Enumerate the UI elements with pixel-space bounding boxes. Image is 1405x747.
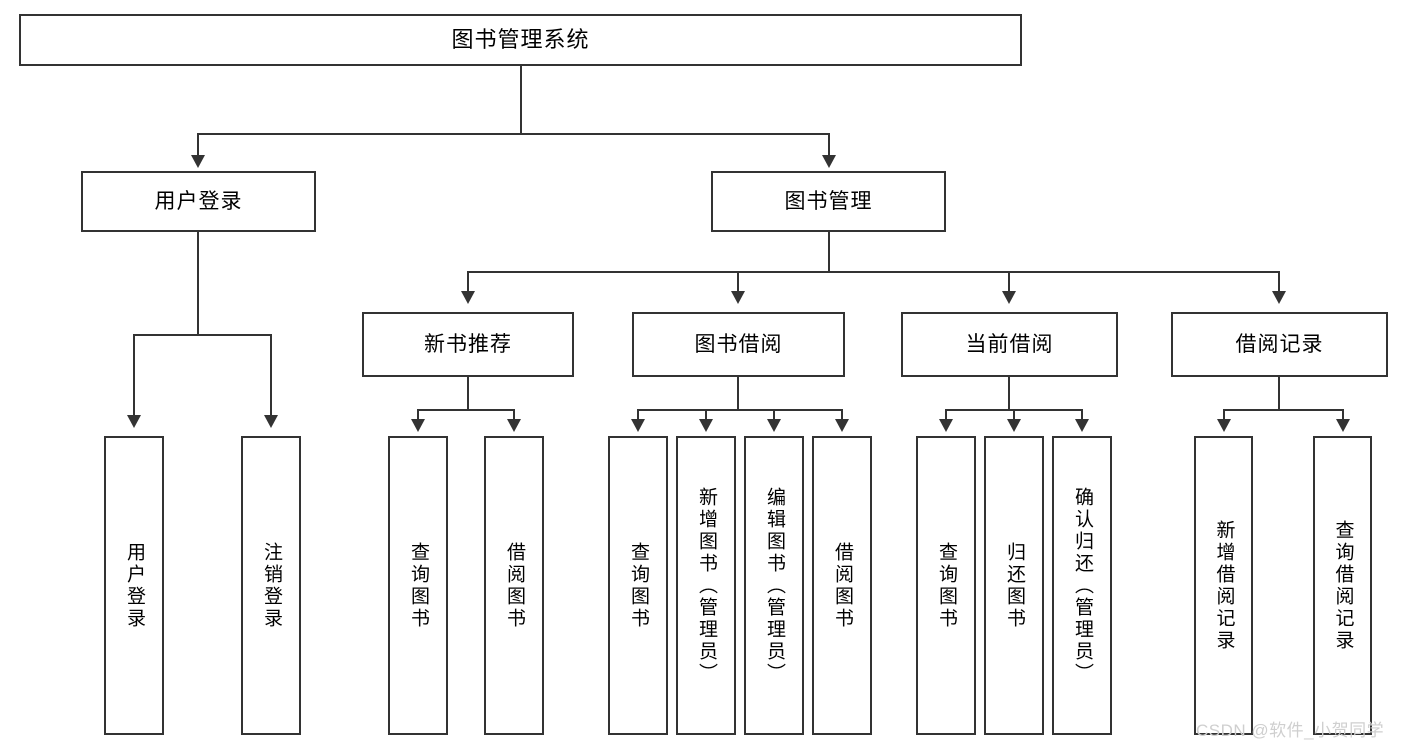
connector-root-stem xyxy=(520,66,522,134)
arrow-down-icon xyxy=(822,155,836,168)
leaf-new-book-query[interactable]: 查询图书 xyxy=(388,436,448,735)
connector-br-to-leaf-1 xyxy=(1223,409,1225,420)
connector-book-management-stem xyxy=(828,232,830,272)
node-label: 借阅记录 xyxy=(1235,332,1324,356)
arrow-down-icon xyxy=(264,415,278,428)
connector-book-borrow-bar xyxy=(637,409,842,411)
connector-root-to-book-management xyxy=(828,133,830,156)
arrow-down-icon xyxy=(939,419,953,432)
connector-bm-to-borrow-record xyxy=(1278,271,1280,292)
leaf-user-login-login[interactable]: 用户登录 xyxy=(104,436,164,735)
connector-new-book-bar xyxy=(417,409,515,411)
arrow-down-icon xyxy=(191,155,205,168)
leaf-new-book-borrow[interactable]: 借阅图书 xyxy=(484,436,544,735)
leaf-current-borrow-query[interactable]: 查询图书 xyxy=(916,436,976,735)
connector-new-book-stem xyxy=(467,377,469,410)
node-root-book-management-system[interactable]: 图书管理系统 xyxy=(19,14,1022,66)
arrow-down-icon xyxy=(1075,419,1089,432)
leaf-label: 新增借阅记录 xyxy=(1213,519,1235,652)
connector-user-login-to-leaf-2 xyxy=(270,334,272,416)
node-user-login[interactable]: 用户登录 xyxy=(81,171,316,232)
connector-br-to-leaf-2 xyxy=(1342,409,1344,420)
connector-user-login-bar xyxy=(133,334,271,336)
leaf-book-borrow-query[interactable]: 查询图书 xyxy=(608,436,668,735)
node-new-book-recommend[interactable]: 新书推荐 xyxy=(362,312,574,377)
leaf-label: 用户登录 xyxy=(123,541,145,630)
leaf-book-borrow-borrow[interactable]: 借阅图书 xyxy=(812,436,872,735)
node-label: 图书管理系统 xyxy=(451,26,590,52)
connector-nb-to-leaf-1 xyxy=(417,409,419,420)
arrow-down-icon xyxy=(1336,419,1350,432)
leaf-label: 确认归还（管理员） xyxy=(1071,486,1093,685)
leaf-current-borrow-confirm-return[interactable]: 确认归还（管理员） xyxy=(1052,436,1112,735)
connector-nb-to-leaf-2 xyxy=(513,409,515,420)
leaf-label: 查询图书 xyxy=(627,541,649,630)
connector-borrow-record-stem xyxy=(1278,377,1280,410)
connector-cb-to-leaf-3 xyxy=(1081,409,1083,420)
leaf-book-borrow-edit[interactable]: 编辑图书（管理员） xyxy=(744,436,804,735)
leaf-label: 注销登录 xyxy=(260,541,282,630)
arrow-down-icon xyxy=(1007,419,1021,432)
connector-bm-to-new-book xyxy=(467,271,469,292)
leaf-label: 查询图书 xyxy=(935,541,957,630)
connector-bb-to-leaf-1 xyxy=(637,409,639,420)
arrow-down-icon xyxy=(631,419,645,432)
connector-bb-to-leaf-2 xyxy=(705,409,707,420)
node-borrow-record[interactable]: 借阅记录 xyxy=(1171,312,1388,377)
connector-cb-to-leaf-2 xyxy=(1013,409,1015,420)
leaf-label: 借阅图书 xyxy=(831,541,853,630)
node-label: 新书推荐 xyxy=(424,332,512,356)
arrow-down-icon xyxy=(461,291,475,304)
connector-book-management-bar xyxy=(467,271,1279,273)
leaf-label: 查询借阅记录 xyxy=(1332,519,1354,652)
arrow-down-icon xyxy=(411,419,425,432)
arrow-down-icon xyxy=(507,419,521,432)
arrow-down-icon xyxy=(767,419,781,432)
connector-user-login-to-leaf-1 xyxy=(133,334,135,416)
watermark: CSDN @软件_小贺同学 xyxy=(1196,721,1385,740)
leaf-label: 归还图书 xyxy=(1003,541,1025,630)
node-current-borrow[interactable]: 当前借阅 xyxy=(901,312,1118,377)
connector-cb-to-leaf-1 xyxy=(945,409,947,420)
leaf-book-borrow-add[interactable]: 新增图书（管理员） xyxy=(676,436,736,735)
arrow-down-icon xyxy=(731,291,745,304)
leaf-user-login-logout[interactable]: 注销登录 xyxy=(241,436,301,735)
leaf-label: 编辑图书（管理员） xyxy=(763,486,785,685)
node-label: 图书管理 xyxy=(784,189,873,213)
arrow-down-icon xyxy=(1272,291,1286,304)
arrow-down-icon xyxy=(1217,419,1231,432)
leaf-borrow-record-query[interactable]: 查询借阅记录 xyxy=(1313,436,1372,735)
leaf-label: 借阅图书 xyxy=(503,541,525,630)
connector-current-borrow-stem xyxy=(1008,377,1010,410)
node-label: 当前借阅 xyxy=(965,332,1054,356)
leaf-current-borrow-return[interactable]: 归还图书 xyxy=(984,436,1044,735)
connector-bb-to-leaf-3 xyxy=(773,409,775,420)
node-book-management[interactable]: 图书管理 xyxy=(711,171,946,232)
connector-root-to-user-login xyxy=(197,133,199,156)
connector-bm-to-current-borrow xyxy=(1008,271,1010,292)
arrow-down-icon xyxy=(1002,291,1016,304)
connector-book-borrow-stem xyxy=(737,377,739,410)
node-label: 用户登录 xyxy=(154,189,243,213)
arrow-down-icon xyxy=(699,419,713,432)
leaf-label: 新增图书（管理员） xyxy=(695,486,717,685)
connector-borrow-record-bar xyxy=(1223,409,1343,411)
connector-user-login-stem xyxy=(197,232,199,336)
leaf-borrow-record-add[interactable]: 新增借阅记录 xyxy=(1194,436,1253,735)
leaf-label: 查询图书 xyxy=(407,541,429,630)
connector-bb-to-leaf-4 xyxy=(841,409,843,420)
arrow-down-icon xyxy=(127,415,141,428)
arrow-down-icon xyxy=(835,419,849,432)
node-label: 图书借阅 xyxy=(694,332,783,356)
connector-bm-to-book-borrow xyxy=(737,271,739,292)
connector-root-bar xyxy=(198,133,830,135)
node-book-borrow[interactable]: 图书借阅 xyxy=(632,312,845,377)
